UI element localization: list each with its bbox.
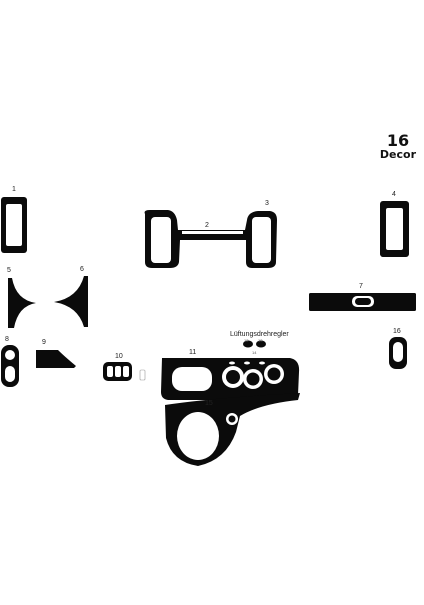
part-label-6: 6: [80, 266, 84, 273]
vent-knob-covers: [243, 340, 266, 348]
part-label-11: 11: [189, 349, 197, 356]
part-7-strip: [309, 293, 416, 311]
part-2-3-bezel: [144, 210, 277, 268]
part-label-7: 7: [359, 283, 363, 290]
decor-count: 16: [386, 131, 410, 150]
part-1-frame: [1, 197, 27, 253]
part-label-3: 3: [265, 200, 269, 207]
part-label-8: 8: [5, 336, 9, 343]
part-label-9: 9: [42, 339, 46, 346]
part-4-frame: [380, 201, 409, 257]
decor-badge: 16 Decor: [379, 131, 416, 161]
part-label-10: 10: [115, 353, 123, 360]
part-10-panel: [103, 362, 146, 381]
vent-num-12: 12: [244, 338, 249, 343]
vent-num-14: 14: [252, 350, 257, 355]
part-8-frame: [1, 345, 19, 387]
part-label-1: 1: [12, 186, 16, 193]
part-6-wedge: [54, 276, 88, 327]
part-5-wedge: [8, 278, 36, 328]
part-label-2: 2: [205, 222, 209, 229]
part-label-5: 5: [7, 267, 11, 274]
part-16-frame: [389, 337, 407, 369]
part-9-piece: [36, 350, 76, 368]
vent-num-13: 13: [258, 338, 263, 343]
part-label-16: 16: [393, 328, 401, 335]
vent-control-label: Lüftungsdrehregler: [230, 331, 289, 338]
part-label-4: 4: [392, 191, 396, 198]
part-15-surround: [165, 393, 300, 466]
part-11-console: [161, 358, 300, 400]
part-label-15: 15: [205, 400, 213, 407]
decor-word: Decor: [379, 148, 416, 161]
